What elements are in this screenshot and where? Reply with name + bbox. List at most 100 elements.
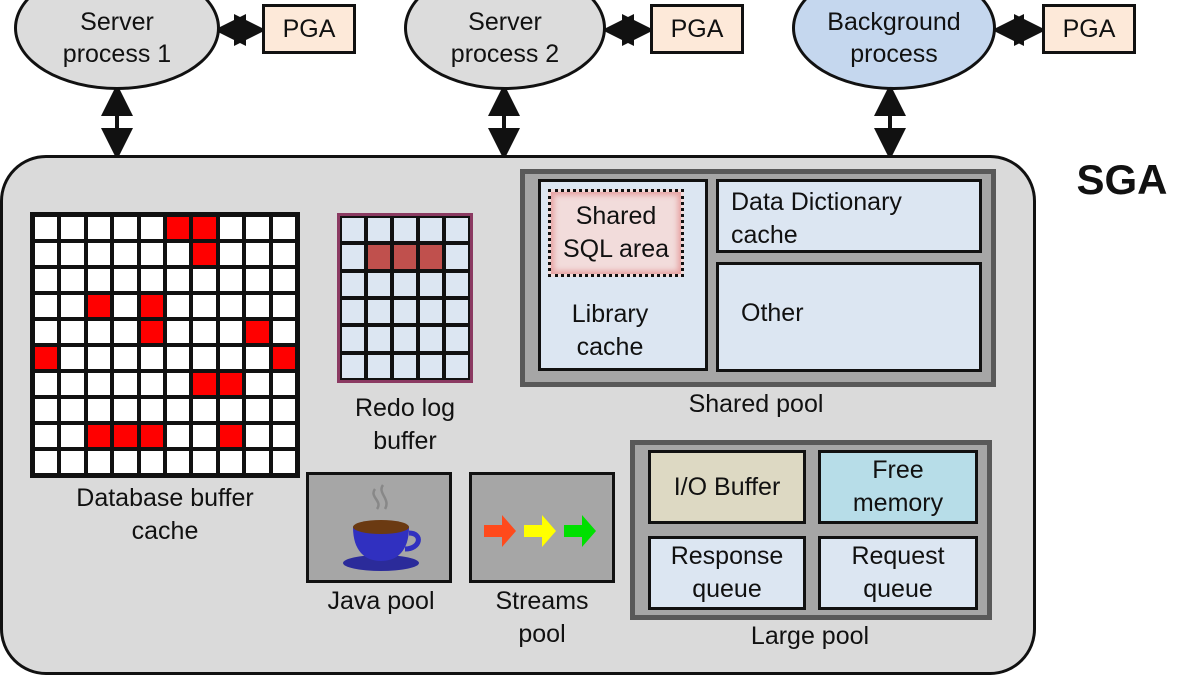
buffer-block bbox=[164, 267, 192, 293]
buffer-block bbox=[270, 267, 297, 293]
buffer-block-used bbox=[270, 345, 297, 371]
buffer-block bbox=[191, 319, 218, 345]
pga-box-1: PGA bbox=[262, 4, 356, 54]
redo-entry bbox=[392, 270, 418, 298]
redo-entry-used bbox=[366, 243, 392, 271]
buffer-block bbox=[33, 215, 60, 241]
java-pool-label: Java pool bbox=[327, 587, 435, 615]
buffer-block bbox=[217, 449, 245, 475]
shared-sql-line2: SQL area bbox=[562, 235, 670, 263]
buffer-block bbox=[85, 449, 113, 475]
request-queue-line2: queue bbox=[863, 575, 933, 603]
database-buffer-cache-label: Database buffer cache bbox=[30, 482, 300, 548]
redo-entry bbox=[392, 352, 418, 380]
buffer-block bbox=[59, 371, 86, 397]
buffer-block-used bbox=[138, 423, 165, 449]
buffer-block bbox=[112, 319, 139, 345]
server-process-2-label-line2: process 2 bbox=[450, 40, 560, 68]
buffer-block bbox=[85, 215, 113, 241]
buffer-block bbox=[217, 397, 245, 423]
buffer-block bbox=[59, 241, 86, 267]
buffer-block bbox=[191, 449, 218, 475]
redo-entry bbox=[444, 298, 470, 326]
streams-pool bbox=[469, 472, 615, 583]
buffer-block bbox=[33, 293, 60, 319]
redo-entry bbox=[418, 270, 444, 298]
response-queue-line2: queue bbox=[692, 575, 762, 603]
buffer-block bbox=[138, 345, 165, 371]
buffer-block bbox=[85, 319, 113, 345]
buffer-block bbox=[164, 241, 192, 267]
buffer-block bbox=[244, 397, 271, 423]
redo-entry bbox=[418, 216, 444, 244]
redo-entry bbox=[444, 270, 470, 298]
background-process-label-line2: process bbox=[850, 40, 938, 68]
buffer-block bbox=[59, 397, 86, 423]
buffer-block bbox=[217, 215, 245, 241]
streams-arrow-red bbox=[484, 515, 516, 547]
redo-entry bbox=[444, 243, 470, 271]
other-label: Other bbox=[741, 299, 804, 327]
shared-sql-line1: Shared bbox=[575, 202, 657, 230]
buffer-block bbox=[138, 215, 165, 241]
streams-arrow-green bbox=[564, 515, 596, 547]
buffer-block bbox=[85, 267, 113, 293]
buffer-block bbox=[164, 345, 192, 371]
arrows-icon bbox=[484, 515, 596, 547]
buffer-block bbox=[138, 397, 165, 423]
data-dictionary-cache: Data Dictionary cache bbox=[716, 179, 982, 253]
buffer-block-used bbox=[217, 371, 245, 397]
buffer-block bbox=[244, 423, 271, 449]
redo-entry bbox=[392, 298, 418, 326]
io-buffer-panel: I/O Buffer bbox=[648, 450, 806, 524]
connector-arrows bbox=[101, 14, 1046, 160]
buffer-block bbox=[33, 371, 60, 397]
coffee-cup-icon bbox=[343, 484, 421, 571]
pga-box-3: PGA bbox=[1042, 4, 1136, 54]
buffer-block bbox=[191, 267, 218, 293]
buffer-block-used bbox=[191, 371, 218, 397]
buffer-block bbox=[270, 423, 297, 449]
redo-entry bbox=[418, 352, 444, 380]
redo-entry bbox=[340, 216, 366, 244]
buffer-block bbox=[59, 449, 86, 475]
buffer-block bbox=[270, 293, 297, 319]
redo-log-buffer-grid bbox=[337, 213, 473, 383]
pga-box-2: PGA bbox=[650, 4, 744, 54]
data-dictionary-line1: Data Dictionary bbox=[731, 188, 902, 216]
buffer-block bbox=[59, 423, 86, 449]
free-memory-line1: Free bbox=[872, 456, 924, 484]
buffer-block bbox=[59, 267, 86, 293]
redo-entry bbox=[444, 216, 470, 244]
buffer-block-used bbox=[217, 423, 245, 449]
buffer-block bbox=[164, 371, 192, 397]
server-process-2-label-line1: Server bbox=[468, 8, 542, 36]
buffer-block bbox=[191, 423, 218, 449]
redo-entry bbox=[340, 243, 366, 271]
data-dictionary-line2: cache bbox=[731, 221, 798, 249]
redo-entry bbox=[340, 270, 366, 298]
streams-pool-label-line2: pool bbox=[518, 620, 566, 648]
buffer-block bbox=[164, 397, 192, 423]
redo-entry bbox=[340, 325, 366, 353]
buffer-block bbox=[270, 397, 297, 423]
other-panel: Other bbox=[716, 262, 982, 372]
buffer-block bbox=[244, 345, 271, 371]
buffer-block bbox=[112, 215, 139, 241]
buffer-block bbox=[191, 293, 218, 319]
redo-entry bbox=[340, 352, 366, 380]
buffer-block-used bbox=[112, 423, 139, 449]
buffer-block bbox=[33, 449, 60, 475]
redo-entry bbox=[366, 270, 392, 298]
buffer-block bbox=[85, 371, 113, 397]
buffer-block bbox=[270, 371, 297, 397]
buffer-block bbox=[112, 397, 139, 423]
redo-entry bbox=[366, 352, 392, 380]
buffer-block-used bbox=[244, 319, 271, 345]
java-pool bbox=[306, 472, 452, 583]
streams-pool-label: Streams pool bbox=[462, 585, 622, 651]
buffer-block bbox=[244, 371, 271, 397]
redo-entry bbox=[392, 216, 418, 244]
